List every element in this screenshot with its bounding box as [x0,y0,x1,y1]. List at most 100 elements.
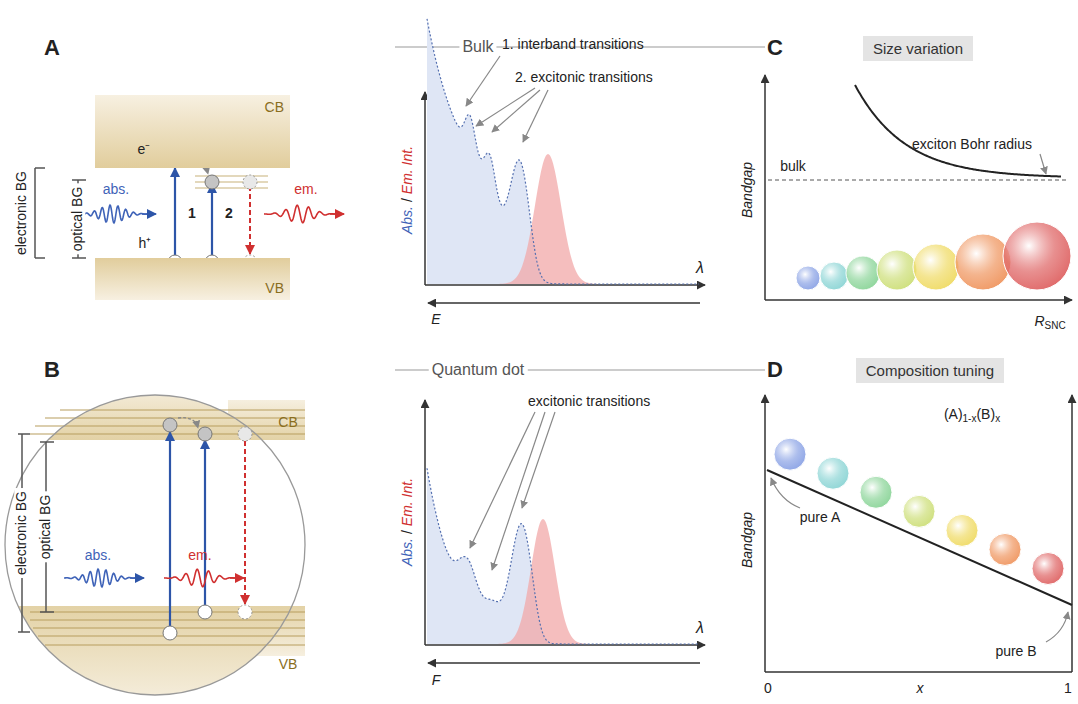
label-text: λ [696,619,704,637]
quantum-dot [0,385,310,440]
label-text: / [399,198,415,202]
axis-title: Abs./Em. Int. [400,476,415,568]
quantum-dot [18,631,30,633]
quantum-dot [0,385,310,704]
nanocrystal-sphere [796,266,820,290]
label-text: e⁻ [138,142,151,157]
spectrum-axes [470,412,535,548]
composition-plot [765,395,1072,672]
label-text: C [767,36,783,60]
absorption-area [427,468,699,644]
label-text: CB [278,415,297,430]
label-text: SNC [1045,320,1066,331]
node-text: Size variation [873,40,963,57]
node-text: VB [265,280,284,296]
quantum-dot [40,611,54,613]
absorption-area [427,19,699,284]
label-text: F [432,673,441,688]
composition-plot [765,671,1072,673]
quantum-dot [30,410,305,645]
emission-peak [427,154,699,284]
nanocrystal-sphere [860,476,892,508]
quantum-dot [0,606,310,704]
label-text: (B) [976,406,995,422]
spectrum-axes [466,56,500,106]
size-plot [1040,154,1046,174]
label-text: 2 [225,206,233,221]
light-wave [76,205,148,223]
nanocrystal-sphere [1003,222,1071,290]
nanocrystal-sphere [903,495,935,527]
quantum-dot [244,441,246,604]
nanocrystal-sphere [846,256,880,290]
size-plot [765,299,1072,301]
label-text: Abs. [399,538,415,566]
quantum-dot [163,418,177,432]
quantum-dot [198,605,212,619]
label-text: λ [696,259,704,277]
quantum-dot [30,611,305,612]
panel-title-box: Composition tuning [856,358,1004,383]
spectrum-axes [425,400,705,663]
quantum-dot [18,433,30,435]
emission-peak [427,519,699,644]
spectrum-axes [428,662,700,664]
transition-arrow [174,168,176,258]
label-text: optical BG [38,492,53,563]
size-plot [764,75,766,300]
wave-arrow [130,577,144,579]
nanocrystal-spheres [796,222,1071,290]
bandgap-curve [855,85,1061,176]
label-text: Em. Int. [399,146,415,194]
label-text: em. [294,182,317,197]
label-text: / [399,530,415,534]
label-text: electronic BG [14,488,29,578]
absorption-line [427,468,699,644]
nanocrystal-sphere [820,262,848,290]
composition-plot [1071,395,1073,672]
wave-arrow [142,213,156,215]
label-text: D [767,358,783,382]
nanocrystal-spheres [774,438,1064,584]
bulk-band-diagram [72,179,86,181]
label-text: A [44,36,60,60]
label-text: 1 [1064,681,1072,696]
bulk-band-diagram [35,156,268,258]
label-text: 1-x [963,413,977,424]
label-text: 1. interband transitions [502,37,644,52]
nanocrystal-sphere [946,514,978,546]
quantum-dot [238,427,252,441]
quantum-dot [178,418,198,428]
axis-title: Abs./Em. Int. [400,144,415,236]
quantum-dot [60,409,305,410]
label-text: x [917,681,924,696]
light-wave [264,205,336,222]
light-wave [64,569,136,587]
bulk-band-diagram [195,175,268,176]
axis-title: (A)1-x(B)x [944,407,1000,424]
composition-plot [767,470,1072,605]
axis-title: RSNC [1034,314,1065,331]
nanocrystal-sphere [817,457,849,489]
label-text: Bandgap [740,512,755,568]
spectrum-axes [428,302,700,304]
label-text: 2. excitonic transitions [515,70,653,85]
label-text: excitonic transitions [528,394,650,409]
label-text: pure B [995,644,1036,659]
spectrum-axes [522,412,555,508]
composition-plot [1046,612,1068,642]
quantum-dot [163,626,177,640]
label-text: pure A [800,510,840,525]
label-text: (A) [944,406,963,422]
bulk-band-diagram [72,257,86,259]
quantum-dot [40,441,54,443]
label-text: Bandgap [740,162,755,218]
panel-title-box: Size variation [863,36,973,61]
wave-arrow [330,213,344,215]
label-text: VB [279,657,298,672]
light-wave [164,569,236,586]
bulk-band-diagram [34,168,36,258]
label-text: bulk [780,159,806,174]
label-text: Bulk [459,38,496,56]
